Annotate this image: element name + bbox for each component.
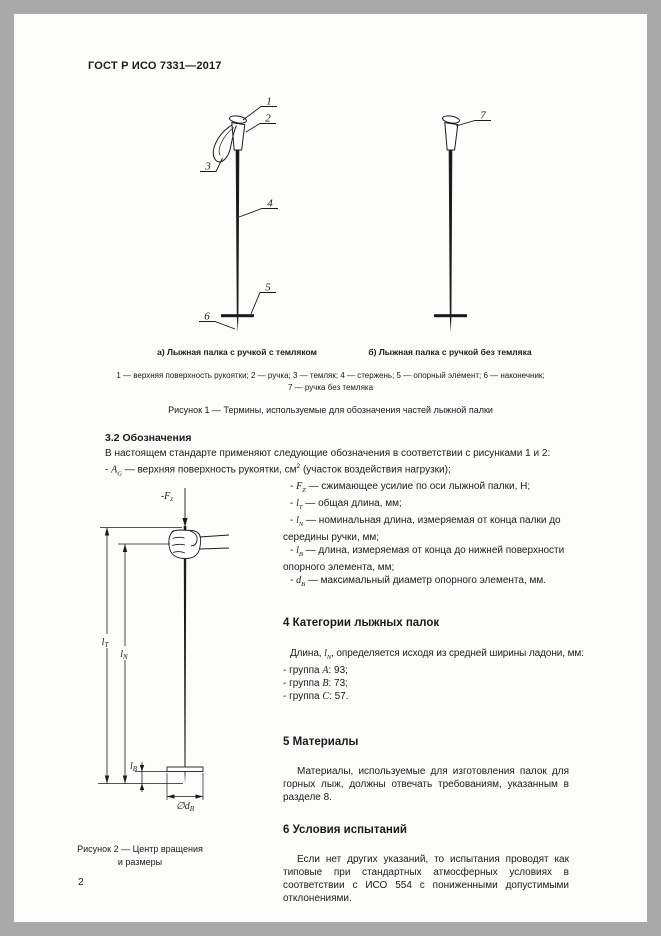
page-number: 2 [78, 877, 84, 888]
pole-tip [184, 771, 186, 784]
figure1-legend-line1: 1 — верхняя поверхность рукоятки; 2 — ру… [116, 371, 545, 380]
callout-3: 3 [204, 161, 211, 173]
figure2-caption: Рисунок 2 — Центр вращения и размеры [77, 844, 203, 867]
extension-lines [98, 527, 204, 800]
symbol-item-ag: - AG — верхняя поверхность рукоятки, см2… [105, 463, 451, 478]
callout-7: 7 [480, 110, 486, 122]
callout-2: 2 [265, 113, 271, 125]
figure1a-caption: а) Лыжная палка с ручкой с темляком [157, 347, 317, 357]
callout-leader-lines [199, 106, 491, 330]
section-3-2-title: 3.2 Обозначения [105, 432, 192, 444]
figure1b-caption: б) Лыжная палка с ручкой без темляка [368, 347, 532, 357]
figure1-drawing: 1 2 3 4 5 6 7 [199, 96, 491, 332]
symbol-item-fz: - FZ — сжимающее усилие по оси лыжной па… [290, 481, 531, 494]
section-6-body: Если нет других указаний, то испытания п… [283, 854, 569, 904]
figure2-drawing: -Fz lT lN lB ∅dB [98, 488, 230, 812]
section-5-body: Материалы, используемые для изготовления… [283, 766, 569, 803]
section-4-title: 4 Категории лыжных палок [283, 617, 440, 629]
callout-4: 4 [267, 198, 273, 210]
dimension-label-lb: lB [130, 761, 138, 773]
symbol-item-lt: - lT — общая длина, мм; [290, 498, 402, 511]
group-c-item: - группа C: 57. [283, 691, 349, 702]
dimension-label-lt: lT [102, 637, 110, 649]
pole-shaft [183, 526, 187, 768]
section-4-intro: Длина, lN, определяется исходя из средне… [290, 648, 584, 661]
figure1-legend: 1 — верхняя поверхность рукоятки; 2 — ру… [44, 370, 617, 394]
section-3-2-intro: В настоящем стандарте применяют следующи… [105, 448, 551, 459]
dimension-lines [106, 527, 203, 797]
standard-header: ГОСТ Р ИСО 7331—2017 [88, 60, 222, 72]
callout-6: 6 [204, 311, 210, 323]
symbol-item-db: - dB — максимальный диаметр опорного эле… [290, 575, 547, 588]
symbol-item-ln: - lN — номинальная длина, измеряемая от … [283, 515, 561, 543]
section-6-title: 6 Условия испытаний [283, 824, 407, 836]
basket [166, 766, 204, 772]
dimension-label-ln: lN [120, 649, 128, 661]
symbol-item-lb: - lB — длина, измеряемая от конца до ниж… [283, 545, 565, 573]
callout-1: 1 [266, 96, 272, 108]
callout-5: 5 [265, 282, 271, 294]
group-b-item: - группа B: 73; [283, 678, 348, 689]
right-column: - FZ — сжимающее усилие по оси лыжной па… [283, 480, 584, 905]
dimension-label-db: ∅dB [176, 801, 195, 812]
ski-pole-without-strap-icon [434, 115, 467, 332]
figure1-legend-line2: 7 — ручка без темляка [287, 383, 374, 392]
dimension-arrowheads [104, 527, 203, 799]
ski-pole-with-strap-icon [212, 115, 254, 332]
document-page: ГОСТ Р ИСО 7331—2017 [14, 14, 647, 922]
hand-grip-icon [168, 529, 202, 559]
section-5-title: 5 Материалы [283, 736, 359, 748]
force-label: -Fz [161, 491, 173, 503]
group-a-item: - группа A: 93; [283, 665, 348, 676]
force-arrowhead-icon [182, 518, 188, 527]
figure1-caption: Рисунок 1 — Термины, используемые для об… [168, 405, 493, 415]
